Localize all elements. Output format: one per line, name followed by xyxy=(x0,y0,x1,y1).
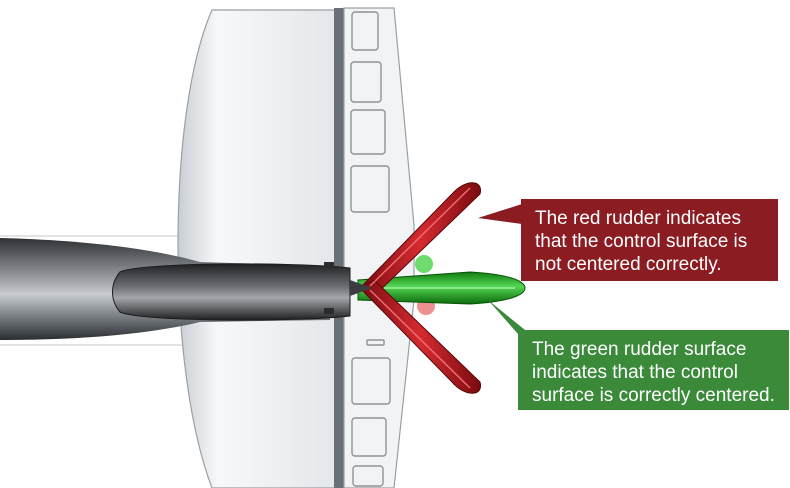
red-callout-line-1: The red rudder indicates xyxy=(535,207,768,230)
green-callout-line-2: indicates that the control xyxy=(532,361,779,384)
red-callout-line-2: that the control surface is xyxy=(535,230,768,253)
green-callout-line-3: surface is correctly centered. xyxy=(532,384,779,407)
hinge-line xyxy=(334,8,344,488)
horizontal-stabilizer xyxy=(178,10,336,488)
red-rudder-callout: The red rudder indicates that the contro… xyxy=(521,199,778,281)
callout-red-pointer xyxy=(478,204,522,224)
tail-boom xyxy=(113,264,351,320)
green-rudder-callout: The green rudder surface indicates that … xyxy=(518,330,789,410)
mount-bottom xyxy=(324,308,334,314)
green-callout-line-1: The green rudder surface xyxy=(532,338,779,361)
control-horn-top xyxy=(415,255,433,273)
callout-green-pointer xyxy=(488,300,530,334)
mount-top xyxy=(324,262,334,268)
red-callout-line-3: not centered correctly. xyxy=(535,253,768,276)
